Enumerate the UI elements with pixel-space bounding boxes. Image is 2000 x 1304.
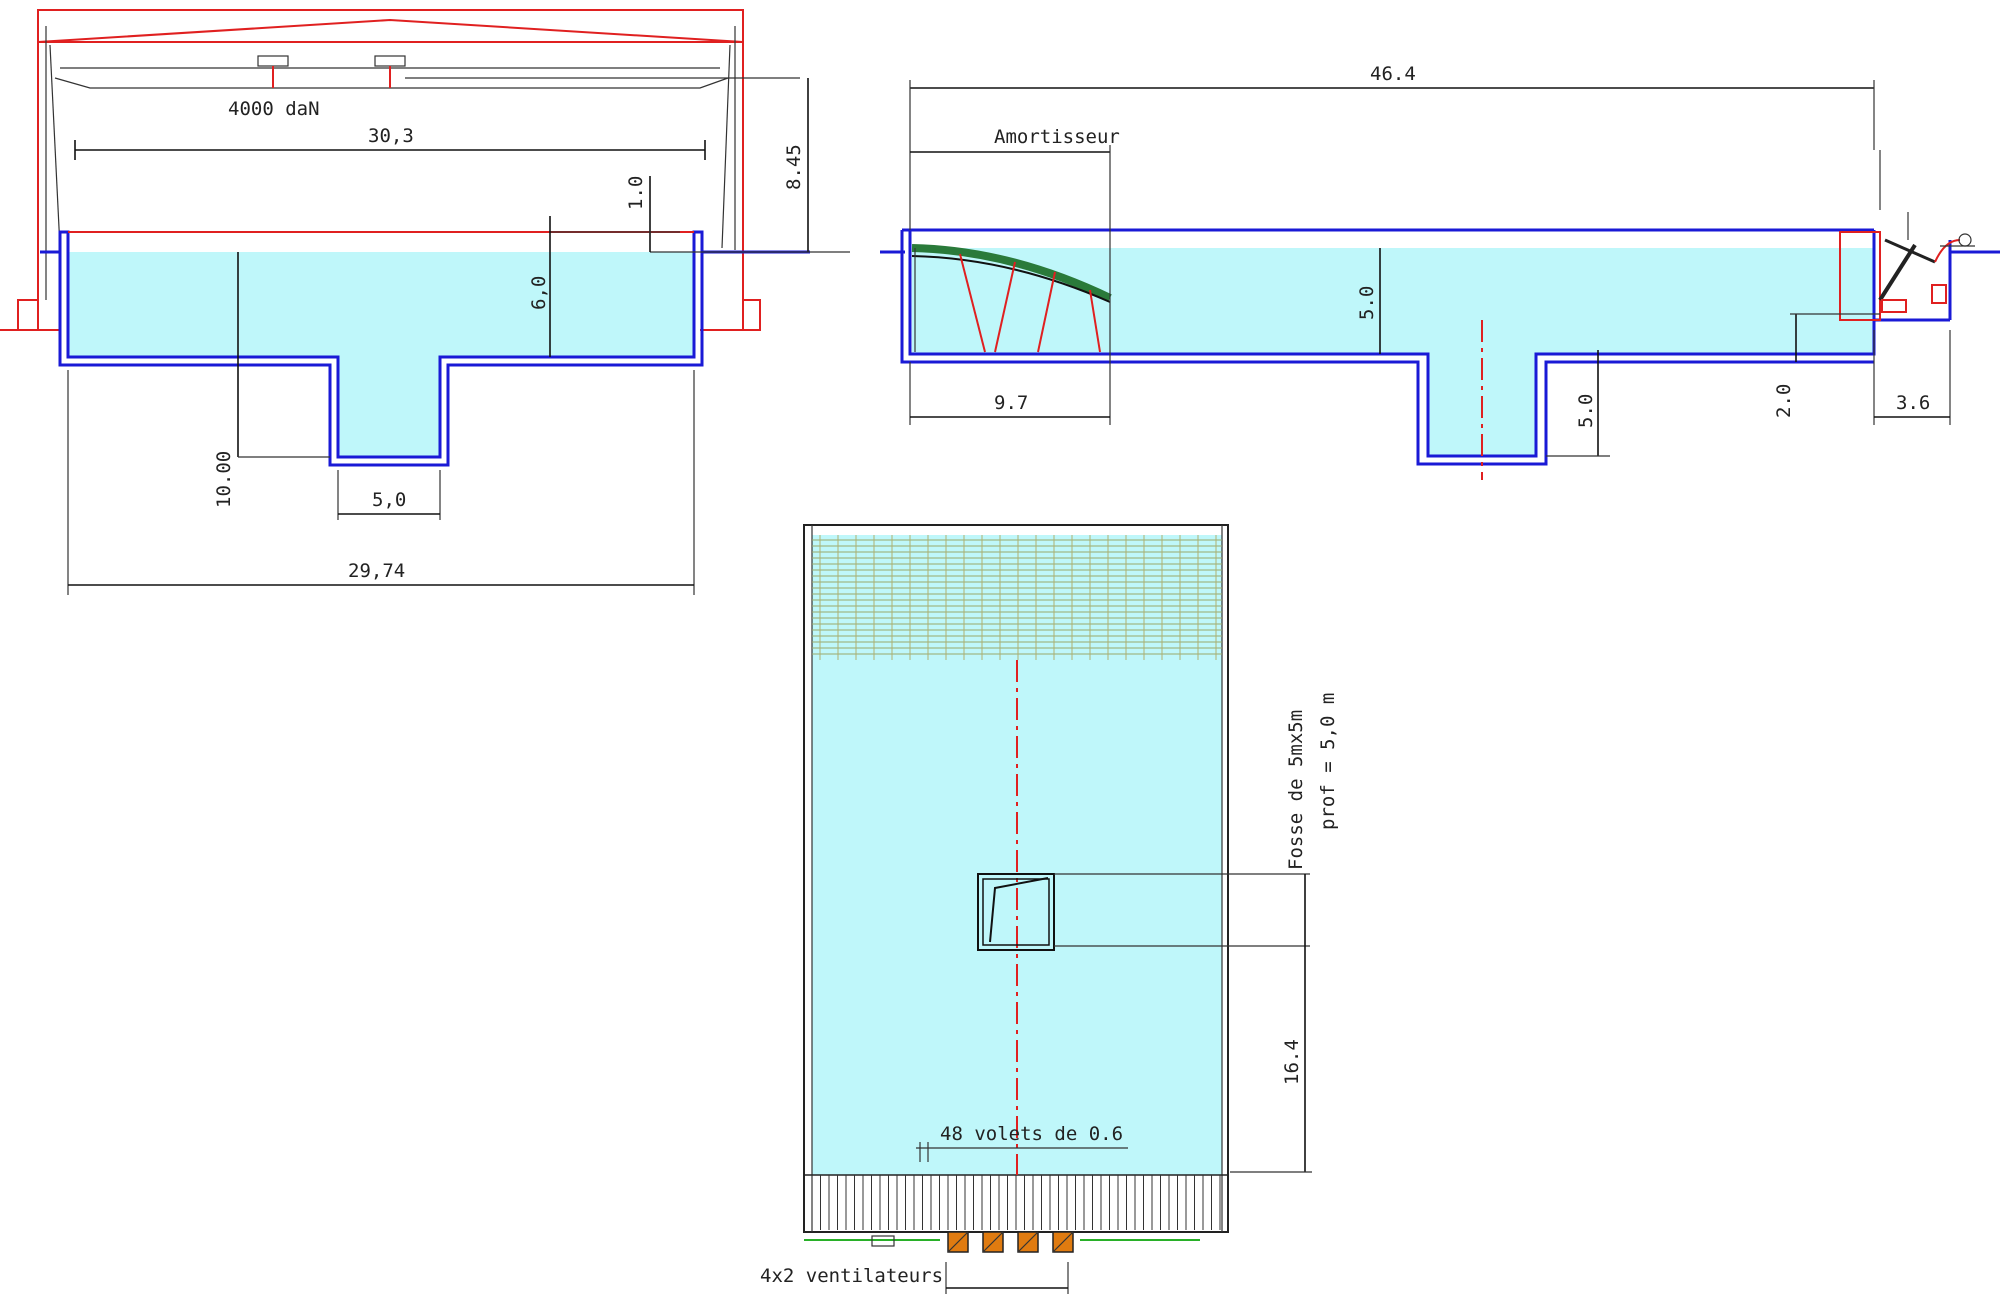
damper-label: Amortisseur bbox=[994, 126, 1120, 148]
water-depth-label: 6,0 bbox=[528, 276, 550, 310]
height-label: 8.45 bbox=[783, 144, 805, 190]
pit-water bbox=[338, 357, 440, 457]
flap-band bbox=[804, 1174, 1228, 1230]
wavemaker-height-label: 2.0 bbox=[1773, 384, 1795, 418]
cross-section-view: 4000 daN 30,3 8.45 1.0 6,0 10.00 5,0 29,… bbox=[0, 9, 850, 595]
basin-width-label: 29,74 bbox=[348, 560, 405, 582]
building-frame bbox=[0, 9, 800, 331]
total-length-label: 46.4 bbox=[1370, 63, 1416, 85]
damper-structure bbox=[911, 244, 1112, 353]
load-label: 4000 daN bbox=[228, 98, 320, 120]
pit-width-label: 5,0 bbox=[372, 489, 406, 511]
plan-view: Fosse de 5mx5m prof = 5,0 m 16.4 48 vole… bbox=[760, 524, 1339, 1294]
long-water-depth-label: 5.0 bbox=[1356, 286, 1378, 320]
pit-note-size: Fosse de 5mx5m bbox=[1285, 710, 1307, 870]
damper-length-label: 9.7 bbox=[994, 392, 1028, 414]
plan-dimensions bbox=[916, 873, 1312, 1294]
wavemaker-length-label: 3.6 bbox=[1896, 392, 1930, 414]
pit-note-depth: prof = 5,0 m bbox=[1317, 693, 1339, 830]
basin-water bbox=[68, 252, 694, 357]
long-basin-water bbox=[912, 248, 1874, 354]
cross-dimensions bbox=[67, 78, 850, 595]
flaps-label: 48 volets de 0.6 bbox=[940, 1123, 1123, 1145]
plan-outline bbox=[803, 524, 1229, 1233]
wavemaker-mechanism bbox=[1839, 150, 1975, 321]
pit-depth-label: 5.0 bbox=[1575, 394, 1597, 428]
span-label: 30,3 bbox=[368, 125, 414, 147]
fan-units bbox=[804, 1231, 1200, 1253]
fans-label: 4x2 ventilateurs bbox=[760, 1265, 943, 1287]
damper-grid bbox=[812, 535, 1222, 660]
total-depth-label: 10.00 bbox=[213, 451, 235, 508]
longitudinal-section-view: 46.4 Amortisseur 9.7 5.0 5.0 2.0 3.6 bbox=[880, 63, 2000, 480]
long-dimensions bbox=[909, 80, 1951, 457]
freeboard-label: 1.0 bbox=[625, 176, 647, 210]
pit-distance-label: 16.4 bbox=[1281, 1039, 1303, 1085]
plan-pit bbox=[977, 873, 1055, 951]
